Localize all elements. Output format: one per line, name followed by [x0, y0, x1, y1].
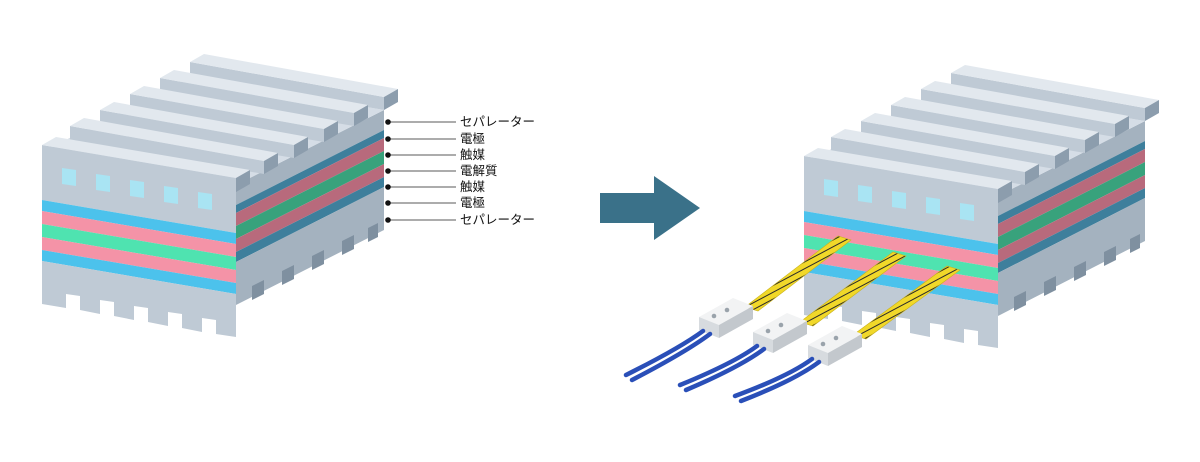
label-catalyst-bottom: 触媒 — [460, 179, 486, 194]
label-electrolyte: 電解質 — [460, 163, 498, 178]
label-separator-bottom: セパレーター — [460, 212, 535, 227]
left-stack-side-face — [236, 110, 384, 305]
sensor-probe-2 — [677, 251, 907, 393]
label-electrode-bottom: 電極 — [460, 195, 485, 210]
label-electrode-top: 電極 — [460, 131, 485, 146]
layer-labels: セパレーター 電極 触媒 電解質 触媒 電極 セパレーター — [460, 114, 535, 227]
left-cell-stack — [42, 54, 398, 337]
label-separator-top: セパレーター — [460, 114, 535, 129]
left-stack-front-face — [42, 152, 236, 337]
label-catalyst-top: 触媒 — [460, 147, 486, 162]
sensor-probe-3 — [732, 265, 961, 404]
right-stack-side-face — [998, 121, 1145, 316]
right-arrow-icon — [600, 176, 700, 240]
right-cell-stack — [623, 65, 1159, 404]
left-stack-top-ribs — [42, 54, 398, 192]
layer-label-leaders — [385, 119, 456, 223]
sensor-probe-1 — [623, 235, 852, 383]
